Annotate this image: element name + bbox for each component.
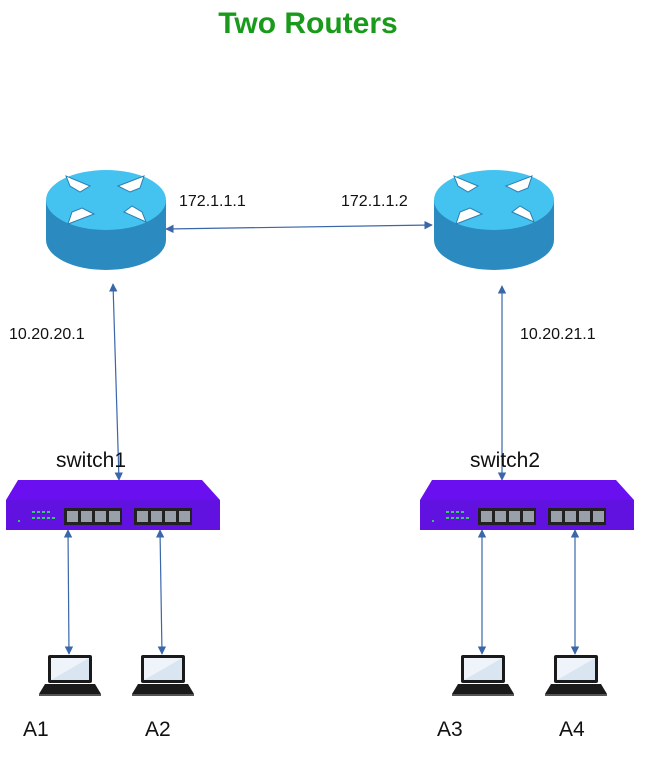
switch2-label: switch2 [470,449,540,472]
host-label-a4: A4 [559,718,585,741]
host-label-a2: A2 [145,718,171,741]
laptop-icon[interactable] [452,655,514,696]
router1-wan-ip: 172.1.1.1 [179,193,246,210]
router-icon[interactable] [45,169,167,271]
laptop-icon[interactable] [132,655,194,696]
links [63,220,580,655]
laptop-icon[interactable] [545,655,607,696]
switch1-a2-link [155,529,167,655]
router1-switch1-link [109,283,123,481]
switch1-a1-link [63,529,74,655]
switch1-label: switch1 [56,449,126,472]
router-icon[interactable] [433,169,555,271]
router-router-link [165,220,433,234]
page-title: Two Routers [218,7,397,40]
laptop-icon[interactable] [39,655,101,696]
switch-icon[interactable] [420,480,634,530]
router2-lan-ip: 10.20.21.1 [520,326,596,343]
router1-lan-ip: 10.20.20.1 [9,326,85,343]
router2-wan-ip: 172.1.1.2 [341,193,408,210]
host-label-a1: A1 [23,718,49,741]
switch-icon[interactable] [6,480,220,530]
host-label-a3: A3 [437,718,463,741]
